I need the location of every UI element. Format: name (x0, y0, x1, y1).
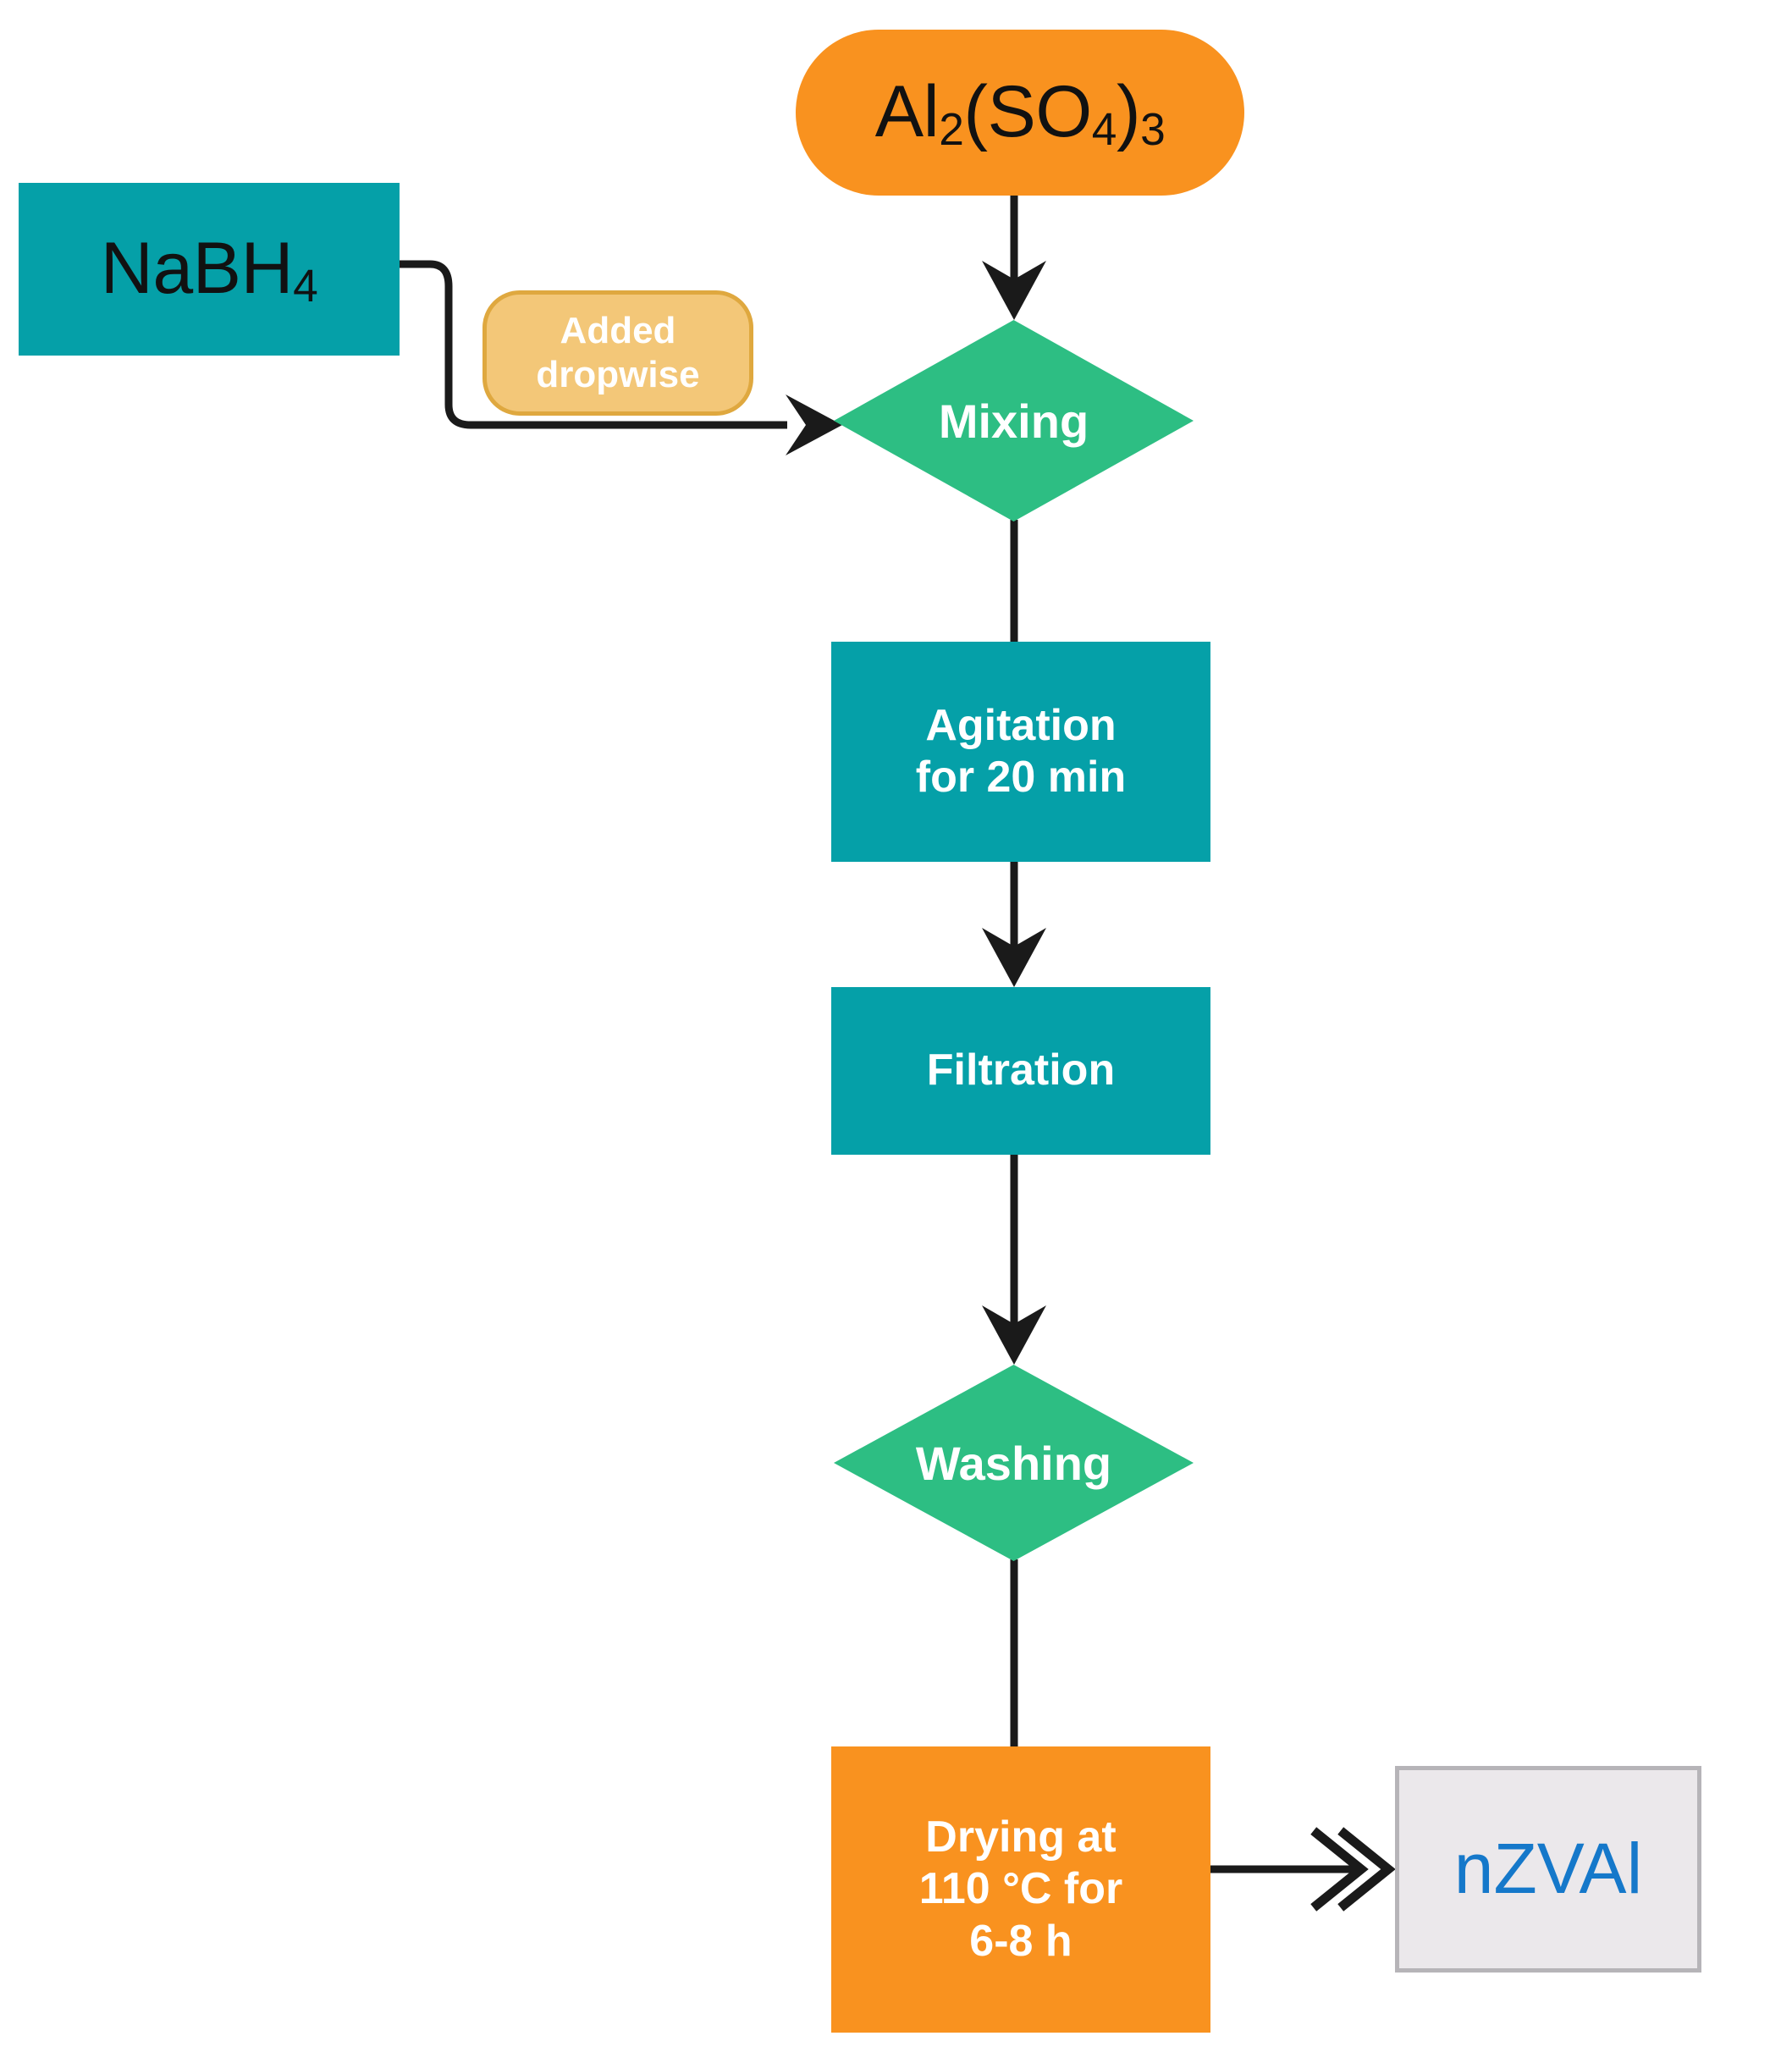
node-drying-line-3: 6-8 h (969, 1916, 1072, 1966)
edge-filtration-to-washing (982, 1153, 1046, 1365)
node-washing[interactable]: Washing (834, 1365, 1194, 1561)
node-washing-label: Washing (915, 1436, 1112, 1490)
node-agitation-line-1: Agitation (925, 700, 1117, 750)
edge-agitation-to-filtration (982, 860, 1046, 987)
node-mixing[interactable]: Mixing (834, 320, 1194, 521)
node-drying-line-1: Drying at (925, 1812, 1117, 1862)
node-drying-text: Drying at 110 °C for 6-8 h (919, 1812, 1122, 1967)
node-drying[interactable]: Drying at 110 °C for 6-8 h (831, 1746, 1210, 2033)
node-agitation-text: Agitation for 20 min (916, 700, 1127, 804)
node-drying-line-2: 110 °C for (918, 1864, 1123, 1914)
annotation-added-dropwise-text: Added dropwise (536, 309, 699, 397)
node-aluminium-sulfate-label: Al2(SO4)3 (874, 71, 1166, 155)
node-aluminium-sulfate[interactable]: Al2(SO4)3 (796, 30, 1244, 196)
subscript-4b: 4 (293, 261, 318, 312)
edge-drying-to-nzval (1210, 1827, 1396, 1912)
node-filtration[interactable]: Filtration (831, 987, 1210, 1155)
node-mixing-label: Mixing (938, 394, 1089, 448)
subscript-3: 3 (1140, 104, 1166, 155)
node-sodium-borohydride-label: NaBH4 (100, 228, 318, 312)
node-sodium-borohydride[interactable]: NaBH4 (19, 183, 400, 356)
annotation-line-1: Added (560, 310, 676, 352)
annotation-line-2: dropwise (536, 354, 700, 395)
annotation-added-dropwise: Added dropwise (482, 290, 753, 416)
node-agitation-line-2: for 20 min (915, 753, 1127, 802)
node-agitation[interactable]: Agitation for 20 min (831, 642, 1210, 862)
subscript-2: 2 (939, 104, 964, 155)
subscript-4: 4 (1091, 104, 1117, 155)
edge-alsulfate-to-mixing (982, 182, 1046, 320)
node-nzval-product[interactable]: nZVAl (1395, 1766, 1701, 1973)
node-filtration-label: Filtration (926, 1046, 1116, 1095)
node-nzval-label: nZVAl (1453, 1829, 1643, 1909)
